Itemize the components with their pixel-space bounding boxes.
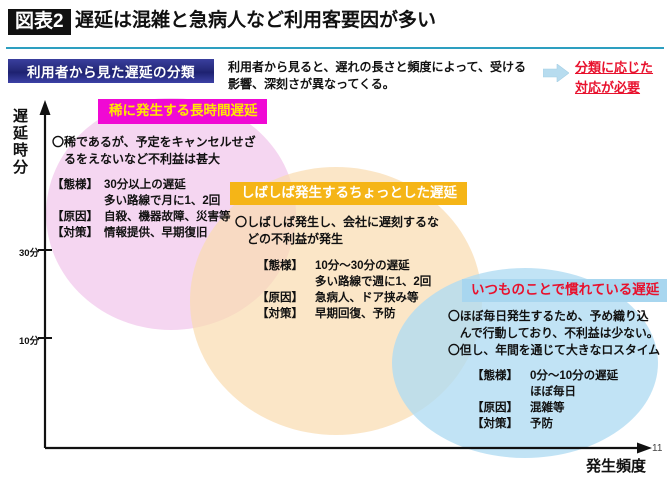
detail-key: 【対策】 <box>52 226 98 239</box>
detail-row: 【原因】 自殺、機器故障、災害等 <box>52 210 231 226</box>
x-axis-end-number: 11 <box>652 443 663 454</box>
classification-banner: 利用者から見た遅延の分類 <box>8 59 214 83</box>
conclusion-line-2: 対応が必要 <box>575 79 641 95</box>
title-divider <box>6 47 664 49</box>
detail-key: 【原因】 <box>472 401 518 414</box>
detail-key: 【対策】 <box>257 307 303 320</box>
right-arrow-icon <box>542 63 570 83</box>
page-header: 図表2 遅延は混雑と急病人など利用客要因が多い <box>0 0 670 50</box>
page-title: 遅延は混雑と急病人など利用客要因が多い <box>75 10 437 31</box>
detail-sub: ほぼ毎日 <box>530 386 576 399</box>
lead-description: 利用者から見ると、遅れの長さと頻度によって、受ける影響、深刻さが異なってくる。 <box>228 60 526 92</box>
detail-row: 【態様】 0分〜10分の遅延 ほぼ毎日 <box>472 369 618 401</box>
detail-row: 【態様】 30分以上の遅延 多い路線で月に1、2回 <box>52 178 231 210</box>
summary-line: るをえないなど不利益は甚大 <box>52 152 221 167</box>
group-label-usual: いつものことで慣れている遅延 <box>462 279 668 302</box>
conclusion-line-1: 分類に応じた <box>575 60 654 75</box>
detail-value: 急病人、ドア挟み等 <box>315 291 419 304</box>
detail-row: 【態様】 10分〜30分の遅延 多い路線で週に1、2回 <box>257 259 431 291</box>
y-axis-label: 遅延時分 <box>11 108 28 176</box>
detail-value: 10分〜30分の遅延 多い路線で週に1、2回 <box>315 259 431 291</box>
summary-line: 〇しばしば発生し、会社に遅刻するな <box>235 215 440 229</box>
group-label-often: しばしば発生するちょっとした遅延 <box>230 182 467 205</box>
group-body-usual: 〇ほぼ毎日発生するため、予め織り込 んで行動しており、不利益は少ない。 〇但し、… <box>448 308 660 433</box>
group-body-rare: 〇稀であるが、予定をキャンセルせざ るをえないなど不利益は甚大 【態様】 30分… <box>52 134 256 242</box>
detail-sub: 多い路線で週に1、2回 <box>315 275 432 288</box>
group-label-rare: 稀に発生する長時間遅延 <box>98 99 267 124</box>
group-body-often: 〇しばしば発生し、会社に遅刻するな どの不利益が発生 【態様】 10分〜30分の… <box>235 214 439 323</box>
figure-badge: 図表2 <box>8 9 71 35</box>
detail-row: 【対策】 情報提供、早期復旧 <box>52 226 231 242</box>
detail-key: 【態様】 <box>52 179 98 192</box>
summary-line: 〇稀であるが、予定をキャンセルせざ <box>52 135 256 149</box>
group-summary-rare: 〇稀であるが、予定をキャンセルせざ るをえないなど不利益は甚大 <box>52 134 256 168</box>
detail-key: 【態様】 <box>472 370 518 383</box>
detail-row: 【対策】 予防 <box>472 417 618 433</box>
group-details-usual: 【態様】 0分〜10分の遅延 ほぼ毎日 【原因】 混雑等 【対策】 予防 <box>472 369 618 432</box>
conclusion-callout: 分類に応じた 対応が必要 <box>575 58 653 97</box>
detail-value: 0分〜10分の遅延 ほぼ毎日 <box>530 369 618 401</box>
detail-key: 【原因】 <box>257 291 303 304</box>
detail-value: 30分以上の遅延 多い路線で月に1、2回 <box>104 178 231 210</box>
detail-main: 10分〜30分の遅延 <box>315 260 410 273</box>
detail-value: 予防 <box>530 417 553 430</box>
detail-row: 【原因】 急病人、ドア挟み等 <box>257 291 431 307</box>
x-axis-label: 発生頻度 <box>586 458 647 475</box>
group-details-often: 【態様】 10分〜30分の遅延 多い路線で週に1、2回 【原因】 急病人、ドア挟… <box>257 259 431 322</box>
summary-line: んで行動しており、不利益は少ない。 <box>448 325 659 340</box>
detail-key: 【対策】 <box>472 417 518 430</box>
y-tick-10min: 10分 <box>19 336 40 347</box>
summary-line: どの不利益が発生 <box>235 232 344 247</box>
detail-row: 【対策】 早期回復、予防 <box>257 307 431 323</box>
detail-value: 混雑等 <box>530 401 565 414</box>
summary-line: 〇但し、年間を通じて大きなロスタイム <box>448 342 661 357</box>
detail-main: 0分〜10分の遅延 <box>530 370 619 383</box>
detail-sub: 多い路線で月に1、2回 <box>104 194 221 207</box>
detail-row: 【原因】 混雑等 <box>472 401 618 417</box>
detail-value: 自殺、機器故障、災害等 <box>104 210 231 223</box>
detail-value: 早期回復、予防 <box>315 307 396 320</box>
group-summary-often: 〇しばしば発生し、会社に遅刻するな どの不利益が発生 <box>235 214 439 248</box>
group-summary-usual: 〇ほぼ毎日発生するため、予め織り込 んで行動しており、不利益は少ない。 〇但し、… <box>448 308 660 358</box>
y-tick-30min: 30分 <box>19 248 40 259</box>
detail-main: 30分以上の遅延 <box>104 179 186 192</box>
group-details-rare: 【態様】 30分以上の遅延 多い路線で月に1、2回 【原因】 自殺、機器故障、災… <box>52 178 231 241</box>
detail-value: 情報提供、早期復旧 <box>104 226 208 239</box>
detail-key: 【態様】 <box>257 260 303 273</box>
detail-key: 【原因】 <box>52 210 98 223</box>
summary-line: 〇ほぼ毎日発生するため、予め織り込 <box>448 309 649 323</box>
